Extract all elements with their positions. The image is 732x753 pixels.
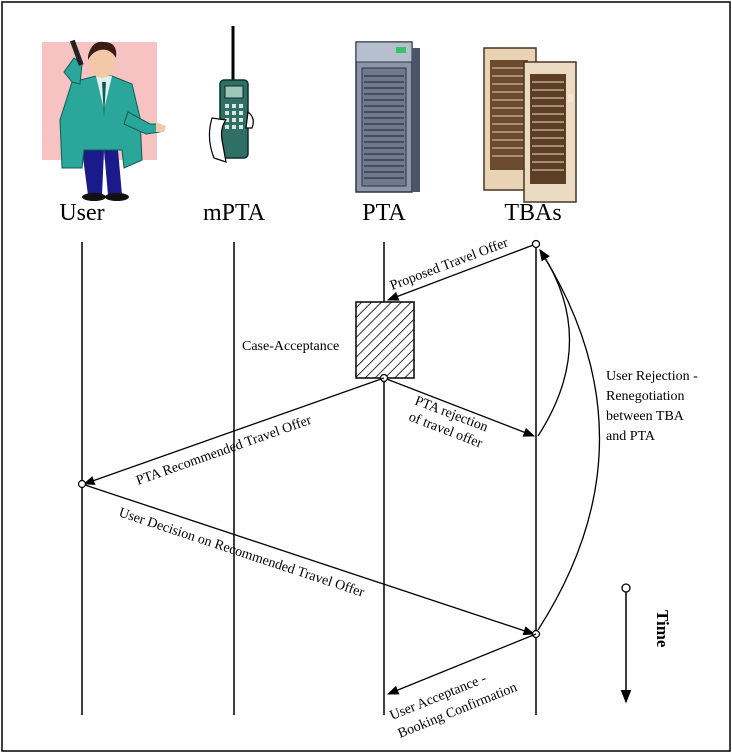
- mobile-phone-icon: [208, 26, 254, 163]
- case-acceptance-label: Case-Acceptance: [242, 339, 339, 354]
- server-cluster-icon: [483, 47, 577, 203]
- user-decision-origin: [77, 479, 87, 489]
- server-tower-icon: [355, 41, 420, 193]
- person-on-phone-icon: [42, 39, 166, 201]
- user-decision-label: User Decision on Recommended Travel Offe…: [117, 506, 367, 601]
- actor-label-user: User: [59, 200, 104, 226]
- loop-note-line3: between TBA: [606, 409, 685, 424]
- pta-rejection-arrow: [383, 377, 536, 437]
- user-decision-arrow: [81, 483, 536, 636]
- loop-note-line4: and PTA: [606, 429, 656, 444]
- proposed-offer-label: Proposed Travel Offer: [388, 235, 511, 293]
- pta-recommended-arrow: [82, 377, 385, 485]
- loop-note-line2: Renegotiation: [606, 389, 685, 404]
- renegotiation-curve-outer: [537, 249, 601, 631]
- case-acceptance-activation-box: [355, 301, 415, 379]
- actor-label-mpta: mPTA: [203, 200, 266, 226]
- actor-label-tbas: TBAs: [504, 200, 561, 226]
- actor-label-pta: PTA: [362, 200, 406, 226]
- user-acceptance-arrow: [386, 633, 537, 695]
- proposed-offer-arrow: [386, 243, 537, 301]
- time-axis-start: [621, 583, 631, 593]
- loop-note-line1: User Rejection -: [606, 369, 698, 384]
- renegotiation-curve-inner: [537, 249, 571, 437]
- pta-recommended-label: PTA Recommended Travel Offer: [134, 413, 314, 489]
- proposed-offer-origin: [531, 239, 541, 249]
- time-axis-label: Time: [653, 610, 672, 648]
